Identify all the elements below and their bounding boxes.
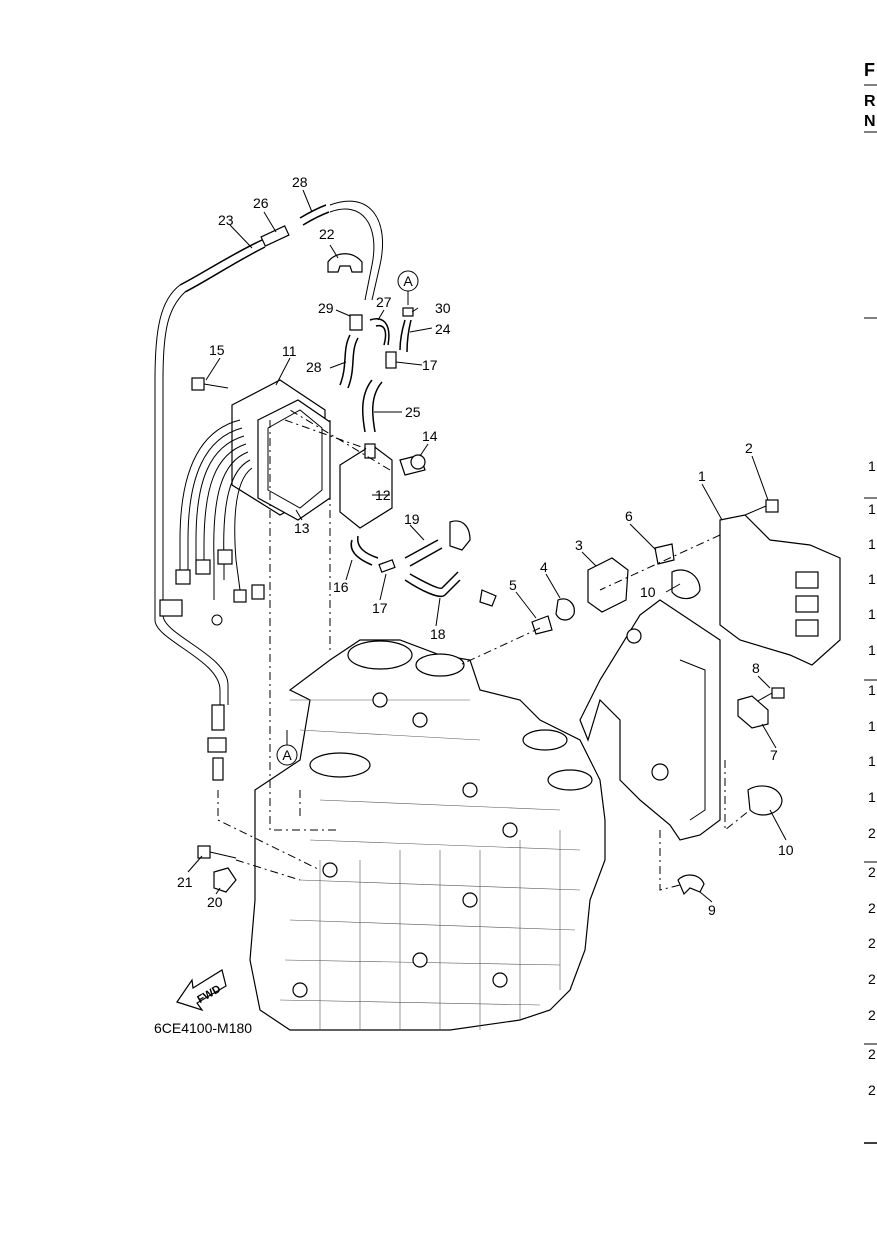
part-label: 10 [640,584,656,600]
part-label: 19 [404,511,420,527]
part-label: 14 [422,428,438,444]
clamp-22 [327,253,363,273]
edge-number: 2 [868,900,876,916]
edge-number: 1 [868,606,876,622]
part-label: 4 [540,559,548,575]
part-label: 2 [745,440,753,456]
edge-number: 1 [868,501,876,517]
part-label: 7 [770,747,778,763]
mount-parts [531,543,701,635]
edge-number: 1 [868,789,876,805]
part-label: 16 [333,579,349,595]
diagram-code: 6CE4100-M180 [154,1020,252,1036]
plates-11-13 [191,377,331,521]
part-label: 23 [218,212,234,228]
edge-number: 1 [868,571,876,587]
ref-marker-label: A [282,747,292,763]
edge-number: 1 [868,682,876,698]
label-leaders [187,189,787,903]
edge-letter: F [864,60,875,80]
leader-lines [217,409,751,891]
edge-number: 1 [868,458,876,474]
part-label: 27 [376,294,392,310]
hoses-16-19 [350,520,497,607]
part-label: 22 [319,226,335,242]
edge-number: 1 [868,753,876,769]
part-label: 28 [292,174,308,190]
right-edge-column: F R N 1 1 1 1 1 1 1 1 1 1 2 2 2 2 2 2 2 … [864,60,877,1144]
part-label: 30 [435,300,451,316]
part-label: 6 [625,508,633,524]
part-label: 13 [294,520,310,536]
small-hoses [339,307,414,433]
edge-number: 2 [868,1007,876,1023]
edge-number: 1 [868,718,876,734]
part-labels: 2 1 3 4 5 6 7 8 9 10 10 11 12 13 14 15 1… [177,174,794,918]
part-label: 25 [405,404,421,420]
part-label: 12 [375,487,391,503]
cover-12 [339,443,426,529]
part-label: 29 [318,300,334,316]
edge-number: 2 [868,825,876,841]
part-label: 10 [778,842,794,858]
ref-marker-label: A [403,273,413,289]
edge-letter: N [864,113,876,130]
part-label: 17 [422,357,438,373]
part-label: 1 [698,468,706,484]
part-label: 28 [306,359,322,375]
part-label: 17 [372,600,388,616]
part-label: 18 [430,626,446,642]
edge-letter: R [864,93,876,110]
edge-number: 2 [868,1046,876,1062]
part-label: 11 [282,343,297,359]
small-clips [677,687,785,896]
bracket-plate [579,599,721,841]
ecu-1 [719,499,841,666]
edge-number: 1 [868,642,876,658]
engine-block [249,639,606,1031]
part-label: 5 [509,577,517,593]
bolt-21-fitting-20 [197,845,237,893]
part-label: 24 [435,321,451,337]
edge-number: 2 [868,971,876,987]
edge-number: 2 [868,935,876,951]
part-label: 3 [575,537,583,553]
part-label: 26 [253,195,269,211]
fwd-arrow: FWD [176,969,227,1012]
ref-marker-bottom: A [276,730,298,766]
wire-harness [159,419,265,626]
edge-number: 1 [868,536,876,552]
edge-number: 2 [868,1082,876,1098]
part-label: 8 [752,660,760,676]
part-label: 9 [708,902,716,918]
part-label: 15 [209,342,225,358]
part-label: 21 [177,874,193,890]
edge-number: 2 [868,864,876,880]
ref-marker-top: A [397,270,419,305]
part-label: 20 [207,894,223,910]
